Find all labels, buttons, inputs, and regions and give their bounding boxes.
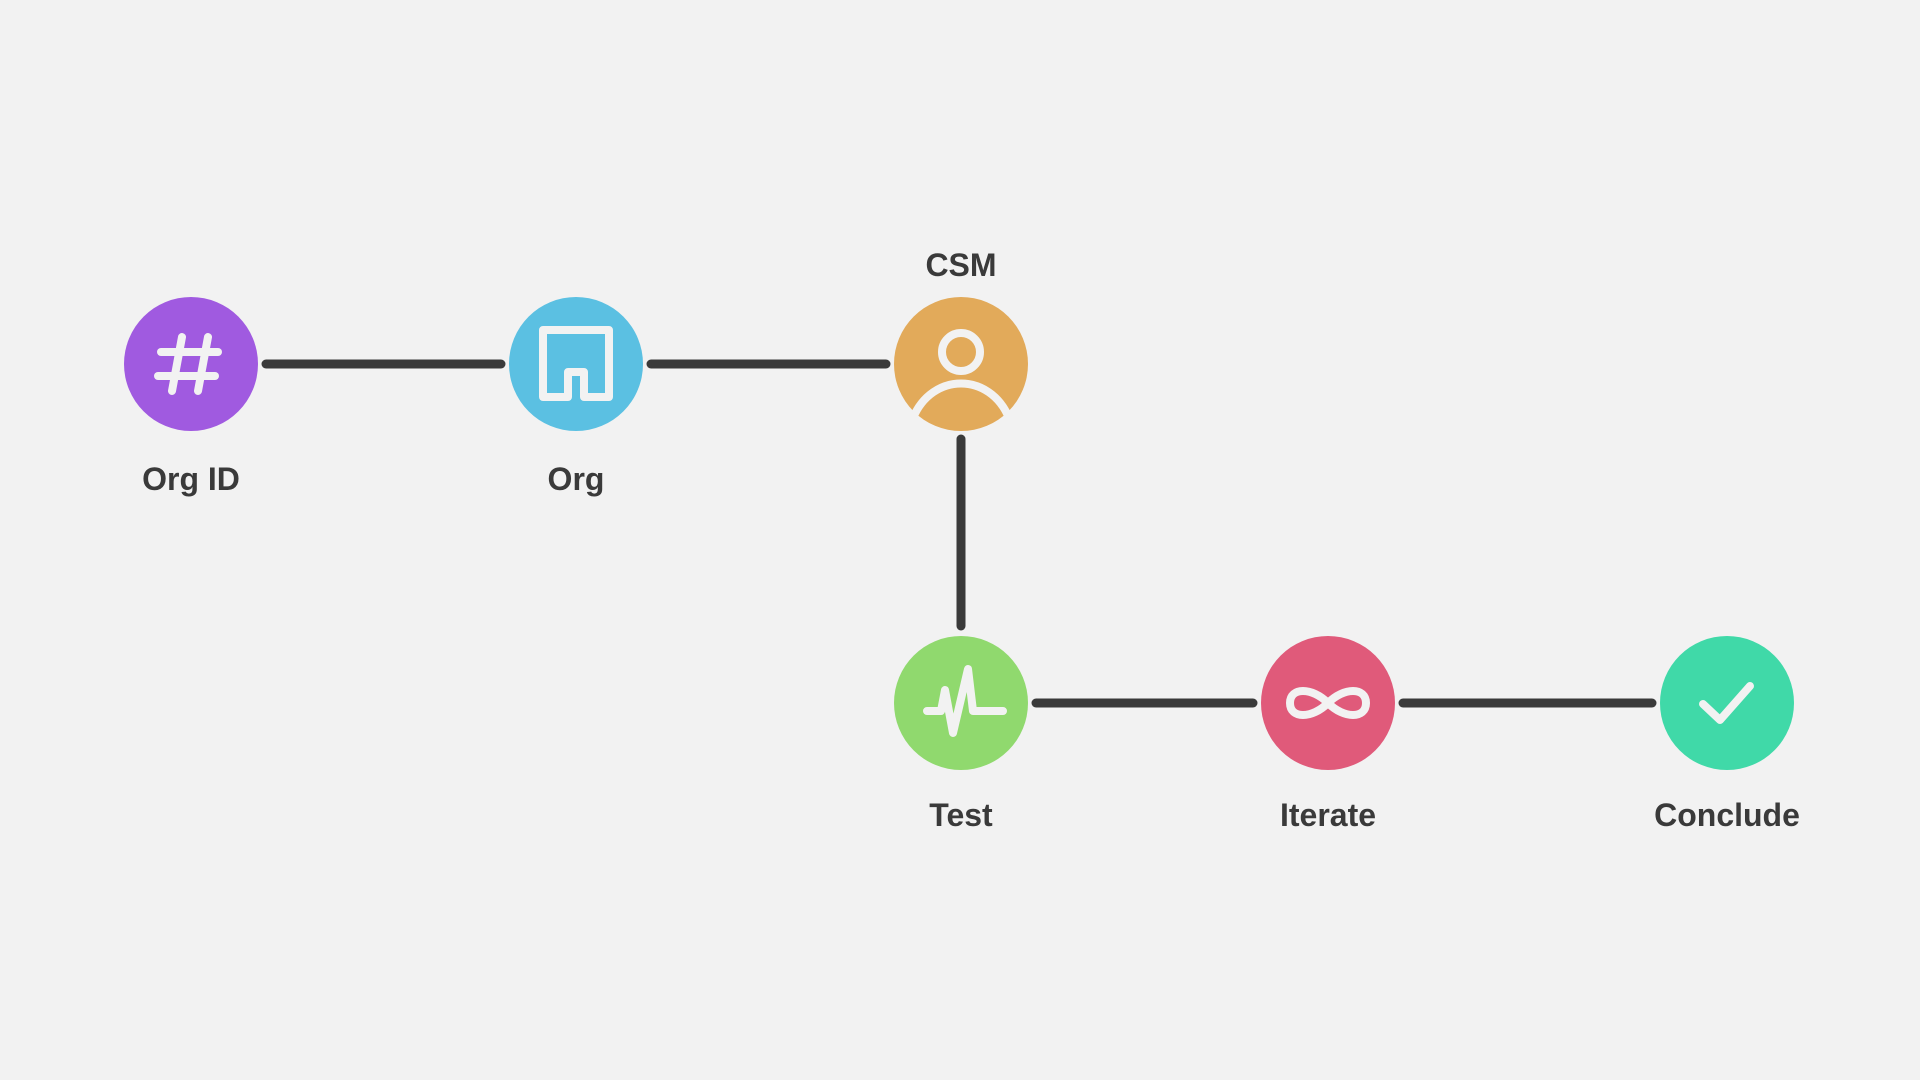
hash-icon xyxy=(154,333,222,395)
node-conclude[interactable]: Conclude xyxy=(1654,636,1800,833)
infinity-icon xyxy=(1286,687,1370,719)
node-conclude-label: Conclude xyxy=(1654,797,1800,833)
node-org-circle xyxy=(509,297,643,431)
node-org-id-circle xyxy=(124,297,258,431)
node-test[interactable]: Test xyxy=(894,636,1028,833)
pulse-icon xyxy=(923,665,1007,737)
node-org-id[interactable]: Org ID xyxy=(124,297,258,497)
node-conclude-circle xyxy=(1660,636,1794,770)
node-test-label: Test xyxy=(929,797,993,833)
node-org-label: Org xyxy=(548,461,605,497)
node-csm[interactable]: CSM xyxy=(894,247,1028,431)
check-icon xyxy=(1699,682,1754,724)
node-iterate[interactable]: Iterate xyxy=(1261,636,1395,833)
connectors xyxy=(261,359,1657,708)
node-org-id-label: Org ID xyxy=(142,461,240,497)
building-icon xyxy=(539,326,613,401)
node-csm-label: CSM xyxy=(925,247,996,283)
node-iterate-label: Iterate xyxy=(1280,797,1376,833)
node-org[interactable]: Org xyxy=(509,297,643,497)
user-icon xyxy=(909,329,1013,422)
